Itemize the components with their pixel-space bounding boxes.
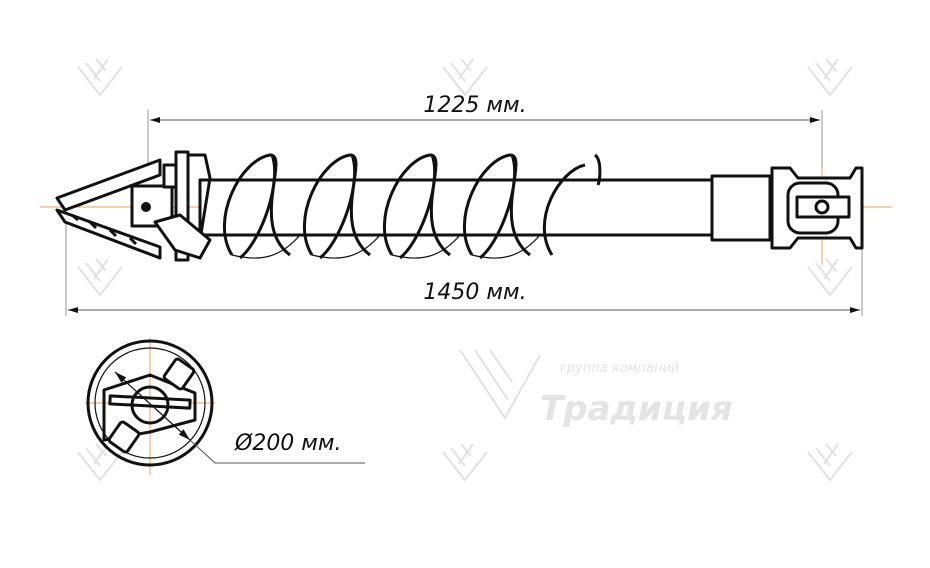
dimension-total-length: 1450 мм.	[68, 280, 860, 313]
dimension-working-length: 1225 мм.	[150, 93, 820, 123]
end-view-outer-circle	[86, 339, 214, 467]
dimension-label-1225: 1225 мм.	[423, 93, 526, 118]
auger-shaft	[198, 178, 714, 237]
dimension-label-diameter: Ø200 мм.	[234, 431, 342, 456]
cone-tip-lower	[55, 208, 162, 260]
watermark-subtitle: группа компаний	[560, 361, 679, 376]
dimension-label-1450: 1450 мм.	[423, 280, 526, 305]
auger-end-view: Ø200 мм.	[85, 338, 365, 475]
coupling	[710, 174, 772, 242]
pin-hole	[814, 199, 830, 215]
watermark-brand: Традиция	[540, 389, 733, 429]
auger-side-view	[55, 150, 864, 262]
cutting-tooth	[153, 213, 212, 260]
cone-tip-upper	[55, 158, 162, 212]
watermark-logo: группа компаний Традиция	[459, 349, 733, 429]
auger-flights	[222, 153, 602, 260]
